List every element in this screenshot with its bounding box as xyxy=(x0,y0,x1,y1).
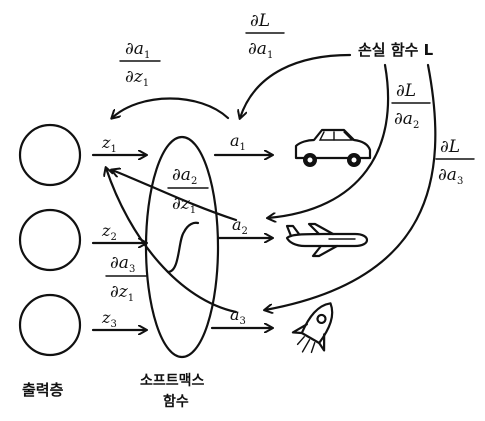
svg-text:∂z1: ∂z1 xyxy=(110,282,134,304)
svg-text:∂a1: ∂a1 xyxy=(125,39,150,61)
softmax-label-line1: 소프트맥스 xyxy=(140,372,205,389)
loss-function-label: 손실 함수 L xyxy=(358,41,434,59)
fraction-dL-da1: ∂L ∂a1 xyxy=(245,11,285,61)
var-a3: a3 xyxy=(230,305,246,327)
fraction-dL-da3: ∂L ∂a3 xyxy=(435,137,475,187)
var-z1: z1 xyxy=(101,133,117,155)
softmax-label-line2: 함수 xyxy=(163,393,189,410)
svg-text:∂L: ∂L xyxy=(440,137,460,157)
var-a1: a1 xyxy=(230,131,246,153)
fraction-da1-dz1: ∂a1 ∂z1 xyxy=(119,39,161,89)
var-z3: z3 xyxy=(101,308,117,330)
car-icon xyxy=(294,128,372,167)
var-z2: z2 xyxy=(101,221,117,243)
fraction-dL-da2: ∂L ∂a2 xyxy=(391,81,431,131)
fraction-da3-dz1: ∂a3 ∂z1 xyxy=(105,253,147,304)
arrow-da3-dz1 xyxy=(106,168,238,314)
var-a2: a2 xyxy=(232,215,248,237)
svg-text:∂a3: ∂a3 xyxy=(438,165,463,187)
arrow-da1-dz1 xyxy=(112,97,230,119)
svg-text:∂a3: ∂a3 xyxy=(110,253,135,275)
neuron-z2 xyxy=(18,208,82,272)
svg-text:∂L: ∂L xyxy=(396,81,416,101)
rocket-icon xyxy=(291,302,334,354)
svg-text:∂z1: ∂z1 xyxy=(125,67,149,89)
fraction-da2-dz1: ∂a2 ∂z1 xyxy=(167,165,209,216)
neuron-z1 xyxy=(18,123,82,187)
sigmoid-curve-icon xyxy=(166,221,200,274)
svg-text:∂z1: ∂z1 xyxy=(172,194,196,216)
arrow-da2-dz1 xyxy=(112,170,238,222)
arrow-dL-da1 xyxy=(240,53,352,118)
neuron-z3 xyxy=(18,293,82,357)
airplane-icon xyxy=(285,222,369,258)
arrow-dL-da2 xyxy=(268,63,390,218)
svg-text:∂a1: ∂a1 xyxy=(248,39,273,61)
svg-text:∂a2: ∂a2 xyxy=(394,109,419,131)
arrow-dL-da3 xyxy=(265,63,437,310)
output-layer-label: 출력층 xyxy=(22,381,64,399)
svg-text:∂L: ∂L xyxy=(250,11,270,31)
svg-text:∂a2: ∂a2 xyxy=(172,165,197,187)
